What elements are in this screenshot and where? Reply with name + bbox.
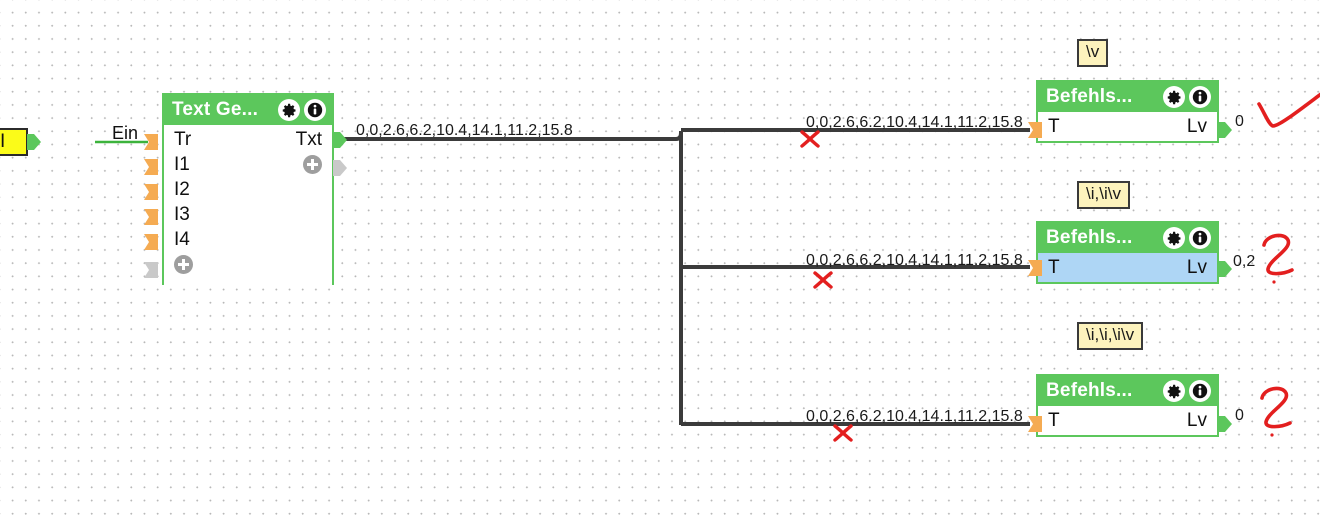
branch-3-wire-label: 0,0,2.6,6.2,10.4,14.1,11.2,15.8 bbox=[806, 408, 1023, 425]
command-node-2-annotation-two bbox=[1258, 232, 1304, 286]
wire-trunk-elbow bbox=[675, 132, 683, 141]
command-node-3-output: Lv bbox=[1186, 409, 1207, 431]
command-node-3-annotation-two bbox=[1256, 385, 1302, 439]
generator-row-i3: I3 bbox=[164, 202, 332, 227]
source-value-box[interactable]: I bbox=[0, 128, 28, 156]
info-icon[interactable] bbox=[1189, 86, 1211, 108]
generator-row-i1: I1 bbox=[164, 152, 332, 177]
command-node-3-header[interactable]: Befehls... bbox=[1038, 376, 1217, 406]
generator-input-port-i2[interactable] bbox=[144, 184, 158, 200]
command-node-3-output-value: 0 bbox=[1235, 407, 1244, 424]
command-node-3-input: T bbox=[1048, 409, 1060, 431]
command-node-1-output-port[interactable] bbox=[1218, 122, 1232, 138]
command-node-1[interactable]: Befehls... T Lv bbox=[1036, 80, 1219, 143]
source-output-port[interactable] bbox=[27, 134, 41, 150]
command-node-1-row: T Lv bbox=[1038, 112, 1217, 141]
generator-input-i2: I2 bbox=[174, 178, 190, 200]
generator-input-port-i4[interactable] bbox=[144, 234, 158, 250]
generator-input-port-tr[interactable] bbox=[144, 134, 158, 150]
generator-output-txt: Txt bbox=[295, 128, 322, 150]
info-icon[interactable] bbox=[304, 99, 326, 121]
branch-2-tooltip: \i,\i\v bbox=[1077, 181, 1130, 209]
command-node-2-output-port[interactable] bbox=[1218, 261, 1232, 277]
command-node-2-title: Befehls... bbox=[1046, 227, 1133, 248]
command-node-1-title: Befehls... bbox=[1046, 86, 1133, 107]
generator-input-port-i3[interactable] bbox=[144, 209, 158, 225]
command-node-2-row: T Lv bbox=[1038, 253, 1217, 282]
generator-row-i2: I2 bbox=[164, 177, 332, 202]
command-node-3-row: T Lv bbox=[1038, 406, 1217, 435]
branch-2-wire-label: 0,0,2.6,6.2,10.4,14.1,11.2,15.8 bbox=[806, 252, 1023, 269]
command-node-1-output: Lv bbox=[1186, 115, 1207, 137]
command-node-1-input: T bbox=[1048, 115, 1060, 137]
text-generator-title: Text Ge... bbox=[172, 99, 259, 120]
command-node-2[interactable]: Befehls... T Lv bbox=[1036, 221, 1219, 284]
command-node-2-output: Lv bbox=[1186, 256, 1207, 278]
gear-icon[interactable] bbox=[278, 99, 300, 121]
generator-row-add bbox=[164, 252, 332, 277]
generator-input-i4: I4 bbox=[174, 228, 190, 250]
info-icon[interactable] bbox=[1189, 380, 1211, 402]
branch-1-wire-label: 0,0,2.6,6.2,10.4,14.1,11.2,15.8 bbox=[806, 114, 1023, 131]
generator-input-i1: I1 bbox=[174, 153, 190, 175]
generator-input-i3: I3 bbox=[174, 203, 190, 225]
generator-input-port-i1[interactable] bbox=[144, 159, 158, 175]
gear-icon[interactable] bbox=[1163, 380, 1185, 402]
command-node-1-annotation-check bbox=[1255, 92, 1320, 140]
generator-output-port-add[interactable] bbox=[333, 160, 347, 176]
text-generator-body: Tr Txt I1 I2 I3 I4 bbox=[164, 125, 332, 285]
command-node-2-output-value: 0,2 bbox=[1233, 253, 1256, 270]
command-node-1-output-value: 0 bbox=[1235, 113, 1244, 130]
branch-1-tooltip: \v bbox=[1077, 39, 1109, 67]
command-node-3-body: T Lv bbox=[1038, 406, 1217, 435]
add-input-plus-icon[interactable] bbox=[174, 255, 193, 274]
main-wire-label: 0,0,2.6,6.2,10.4,14.1,11.2,15.8 bbox=[356, 122, 573, 139]
command-node-2-header[interactable]: Befehls... bbox=[1038, 223, 1217, 253]
branch-3-tooltip: \i,\i,\i\v bbox=[1077, 322, 1144, 350]
command-node-1-header[interactable]: Befehls... bbox=[1038, 82, 1217, 112]
command-node-3-title: Befehls... bbox=[1046, 380, 1133, 401]
generator-input-tr: Tr bbox=[174, 128, 192, 150]
command-node-3-output-port[interactable] bbox=[1218, 416, 1232, 432]
branch-2-x-mark bbox=[812, 269, 836, 291]
command-node-3[interactable]: Befehls... T Lv bbox=[1036, 374, 1219, 437]
command-node-1-body: T Lv bbox=[1038, 112, 1217, 141]
text-generator-header[interactable]: Text Ge... bbox=[164, 95, 332, 125]
command-node-2-input: T bbox=[1048, 256, 1060, 278]
generator-row-i4: I4 bbox=[164, 227, 332, 252]
generator-input-port-add[interactable] bbox=[144, 262, 158, 278]
command-node-2-body: T Lv bbox=[1038, 253, 1217, 282]
source-value-label: I bbox=[0, 131, 6, 152]
info-icon[interactable] bbox=[1189, 227, 1211, 249]
add-output-plus-icon[interactable] bbox=[303, 155, 322, 174]
generator-row-tr: Tr Txt bbox=[164, 127, 332, 152]
generator-output-port-txt[interactable] bbox=[333, 132, 347, 148]
gear-icon[interactable] bbox=[1163, 227, 1185, 249]
text-generator-node[interactable]: Text Ge... Tr Txt bbox=[162, 93, 334, 285]
input-wire-label: Ein bbox=[112, 123, 139, 143]
gear-icon[interactable] bbox=[1163, 86, 1185, 108]
